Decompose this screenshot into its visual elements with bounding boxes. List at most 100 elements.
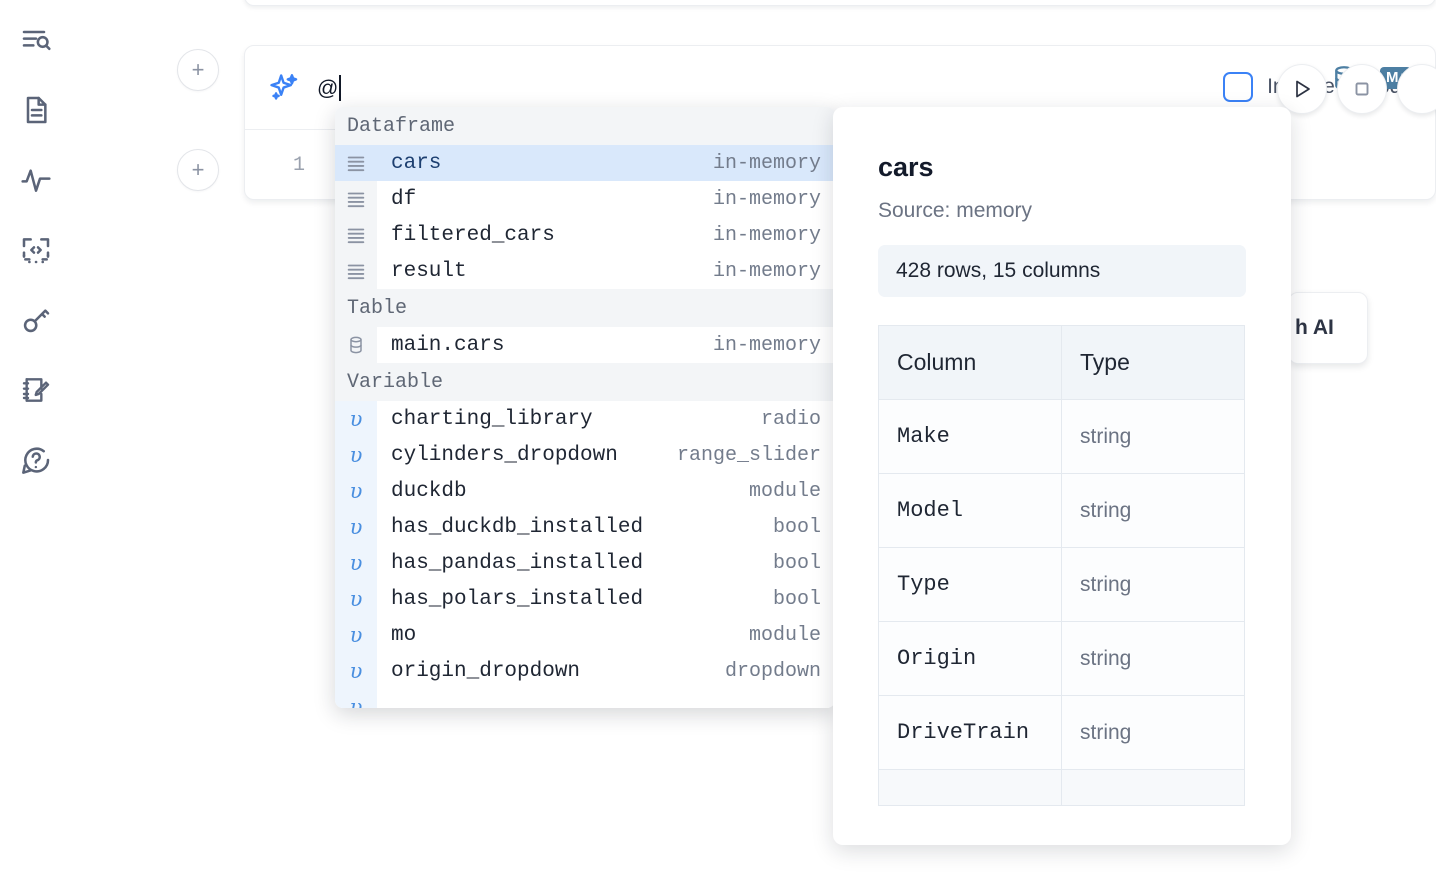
type-header: Type [1061,325,1245,400]
autocomplete-item-type: bool [772,551,821,575]
previous-cell-partial [244,0,1436,6]
info-panel-shape: 428 rows, 15 columns [878,245,1246,297]
dataframe-lines-icon [335,145,377,181]
schema-column-name: Origin [878,621,1062,696]
info-panel-title: cars [878,152,934,182]
autocomplete-item-name: cars [391,151,442,175]
secrets-key-icon[interactable] [14,298,58,342]
explore-search-icon[interactable] [14,18,58,62]
file-document-icon[interactable] [14,88,58,132]
ai-prompt-input[interactable]: @ [317,74,343,101]
autocomplete-item-name: charting_library [391,407,593,431]
autocomplete-item-main-cars[interactable]: main.cars in-memory [335,327,835,363]
run-button[interactable] [1277,64,1327,114]
autocomplete-item-name: has_duckdb_installed [391,515,644,539]
checkbox-icon[interactable] [1223,72,1254,102]
autocomplete-item-type: radio [760,407,821,431]
info-panel-source: Source: memory [878,199,1033,222]
autocomplete-item-charting-library[interactable]: υ charting_library radio [335,401,835,437]
more-actions-button[interactable] [1397,64,1436,114]
autocomplete-item-type: in-memory [712,333,821,357]
help-question-icon[interactable] [14,438,58,482]
add-cell-button-top[interactable]: + [177,49,219,91]
schema-column-type: string [1061,473,1245,548]
autocomplete-item-type: in-memory [712,187,821,211]
activity-pulse-icon[interactable] [14,158,58,202]
variable-upsilon-icon: υ [335,401,377,437]
variable-upsilon-icon: υ [335,617,377,653]
database-cylinder-icon [335,327,377,363]
dataframe-lines-icon [335,253,377,289]
autocomplete-item-type: in-memory [712,223,821,247]
autocomplete-item-filtered-cars[interactable]: filtered_cars in-memory [335,217,835,253]
schema-column-name: DriveTrain [878,695,1062,770]
autocomplete-item-name: filtered_cars [391,223,555,247]
autocomplete-item-type: range_slider [676,443,821,467]
scratchpad-edit-icon[interactable] [14,368,58,412]
variable-upsilon-icon: υ [335,437,377,473]
autocomplete-group-header: Variable [335,363,835,401]
text-caret [339,74,342,101]
autocomplete-item-partial[interactable]: υ [335,689,835,708]
schema-column-type: string [1061,621,1245,696]
dataframe-lines-icon [335,181,377,217]
autocomplete-item-name: df [391,187,417,211]
stop-button[interactable] [1337,64,1387,114]
dataframe-lines-icon [335,217,377,253]
autocomplete-item-name: main.cars [391,333,505,357]
autocomplete-item-has-pandas-installed[interactable]: υ has_pandas_installed bool [335,545,835,581]
code-editor-row[interactable]: 1 [245,131,1436,200]
variable-upsilon-icon: υ [335,653,377,689]
schema-column-type: string [1061,695,1245,770]
autocomplete-item-type: bool [772,587,821,611]
autocomplete-item-type: module [748,479,821,503]
schema-column-name: Make [878,399,1062,474]
table-row-partial [878,769,1245,806]
autocomplete-item-name [377,696,809,709]
schema-column-name: Model [878,473,1062,548]
add-cell-button-bottom[interactable]: + [177,149,219,191]
autocomplete-item-name: has_pandas_installed [391,551,644,575]
autocomplete-item-df[interactable]: df in-memory [335,181,835,217]
variable-upsilon-icon: υ [335,689,377,708]
autocomplete-item-name: duckdb [391,479,467,503]
autocomplete-item-type: dropdown [724,659,821,683]
code-snippet-icon[interactable] [14,228,58,272]
column-header: Column [878,325,1062,400]
line-number: 1 [292,154,305,177]
schema-column-name: Type [878,547,1062,622]
ai-prompt-value: @ [317,76,339,100]
autocomplete-item-type: module [748,623,821,647]
schema-column-name [878,769,1062,806]
autocomplete-item-name: has_polars_installed [391,587,644,611]
autocomplete-item-type: bool [772,515,821,539]
autocomplete-item-type [809,696,835,709]
sparkles-icon [267,71,301,105]
table-header-row: Column Type [878,325,1245,400]
autocomplete-group-header: Table [335,289,835,327]
variable-upsilon-icon: υ [335,545,377,581]
schema-column-type: string [1061,547,1245,622]
run-controls [1277,64,1436,114]
schema-column-type: string [1061,399,1245,474]
autocomplete-item-name: result [391,259,467,283]
schema-column-type [1061,769,1245,806]
autocomplete-item-cars[interactable]: cars in-memory [335,145,835,181]
generate-with-ai-chip[interactable]: h AI [1288,292,1368,364]
autocomplete-item-type: in-memory [712,151,821,175]
